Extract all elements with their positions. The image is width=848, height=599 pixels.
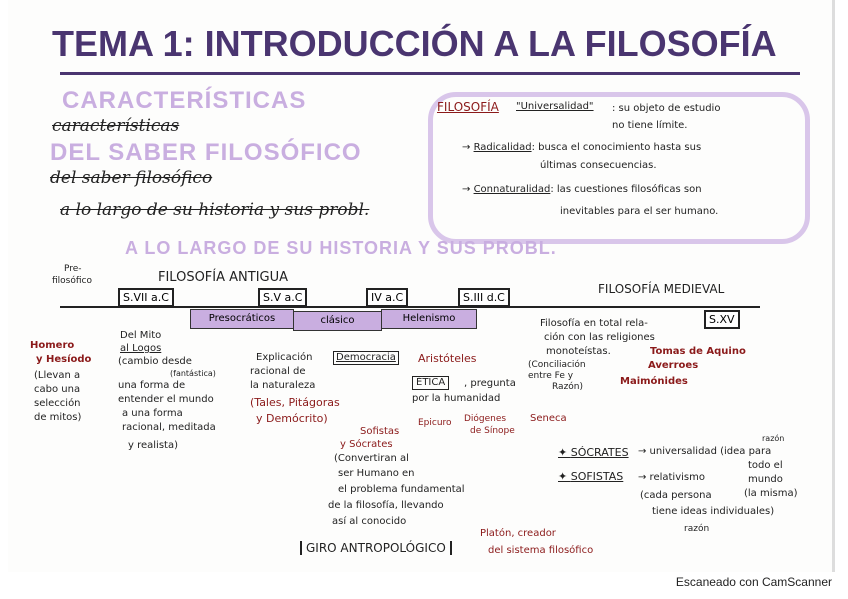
note: una forma de [118,380,186,391]
note: mundo [748,474,783,485]
note: y realista) [128,440,178,451]
note: al Logos [120,343,162,354]
note: Seneca [530,413,567,424]
stage-bar: Presocráticos [190,309,294,329]
note: Filosofía en total rela- [540,318,648,329]
note: (fantástica) [170,369,216,378]
note: razón [684,524,710,534]
page-title: TEMA 1: INTRODUCCIÓN A LA FILOSOFÍA [52,23,777,64]
note: racional de [250,366,306,377]
note: de Sínope [470,426,515,436]
period-box: S.V a.C [258,288,308,307]
note: (cada persona [640,490,712,501]
note: Averroes [648,360,699,371]
note: Aristóteles [418,352,477,365]
note: Explicación [256,352,313,363]
note: tiene ideas individuales) [652,506,775,517]
note: Diógenes [464,414,507,424]
note: así al conocido [332,516,407,527]
period-box: S.VII a.C [118,288,174,307]
note: Platón, creador [480,528,556,539]
connaturalidad-term: Connaturalidad [473,184,551,195]
prefilosofico-label: Pre- [64,264,82,274]
heading-ghost: A LO LARGO DE SU HISTORIA Y SUS PROBL. [125,238,557,258]
stage-bar: clásico [293,311,382,331]
note: y Hesíodo [36,354,92,365]
connaturalidad-desc: inevitables para el ser humano. [560,206,719,217]
note: cabo una [34,384,81,395]
note: de mitos) [34,412,82,423]
filosofia-cloud [428,92,810,244]
heading-ghost: DEL SABER FILOSÓFICO [50,139,362,166]
heading-written: a lo largo de su historia y sus probl. [60,200,370,220]
note: entender el mundo [118,394,214,405]
note: (Conciliación [528,360,586,370]
note: Sofistas [360,426,400,437]
note: el problema fundamental [338,484,465,495]
note: Epicuro [418,418,452,428]
note: (cambio desde [118,356,192,367]
note: ser Humano en [338,468,415,479]
note: → universalidad (idea para [638,446,772,457]
heading-written: características [52,116,180,136]
note: (Llevan a [34,370,81,381]
universalidad-term: "Universalidad" [516,101,594,112]
note: → relativismo [638,472,705,483]
note: todo el [748,460,783,471]
prefilosofico-label: filosófico [52,276,92,286]
note: selección [34,398,81,409]
filosofia-label: FILOSOFÍA [437,100,499,114]
connaturalidad-desc: : las cuestiones filosóficas son [550,184,702,195]
note: y Sócrates [340,439,393,450]
title-underline [60,72,800,75]
note: ción con las religiones [544,332,655,343]
heading-ghost: CARACTERÍSTICAS [62,87,307,114]
filosofia-antigua-label: FILOSOFÍA ANTIGUA [158,270,289,285]
note: por la humanidad [412,393,501,404]
giro-antropologico-box: GIRO ANTROPOLÓGICO [300,541,452,555]
note: la naturaleza [250,380,316,391]
stage-bar: Helenismo [381,309,477,329]
note: a una forma [122,408,183,419]
radicalidad-desc: últimas consecuencias. [540,160,657,171]
sofistas-label: SOFISTAS [570,470,624,483]
filosofia-medieval-label: FILOSOFÍA MEDIEVAL [598,282,725,296]
note: de la filosofía, llevando [328,500,444,511]
socrates-label: SÓCRATES [570,446,629,459]
radicalidad-term: Radicalidad [473,142,532,153]
note: (Convertiran al [334,453,409,464]
note: monoteístas. [546,346,611,357]
democracia-box: Democracia [333,351,399,365]
period-box: S.III d.C [458,288,510,307]
note: entre Fe y [528,371,574,381]
universalidad-desc: : su objeto de estudio [612,103,721,114]
period-box: IV a.C [366,288,409,307]
universalidad-desc: no tiene límite. [612,120,688,131]
note: racional, meditada [122,422,216,433]
note: del sistema filosófico [488,545,594,556]
note: y Demócrito) [256,412,328,425]
note: (Tales, Pitágoras [250,396,340,409]
note: , pregunta [464,378,516,389]
note: Homero [30,340,75,351]
etica-box: ÉTICA [412,376,450,390]
radicalidad-desc: : busca el conocimiento hasta sus [531,142,702,153]
period-box: S.XV [704,310,740,329]
note: Razón) [552,382,584,392]
note: Tomas de Aquino [650,346,746,357]
scanner-watermark: Escaneado con CamScanner [675,575,832,589]
note: razón [762,434,785,443]
note: Del Mito [120,330,162,341]
timeline-axis [60,306,760,308]
heading-written: del saber filosófico [50,168,213,188]
note: Maimónides [620,376,688,387]
note: (la misma) [744,488,798,499]
